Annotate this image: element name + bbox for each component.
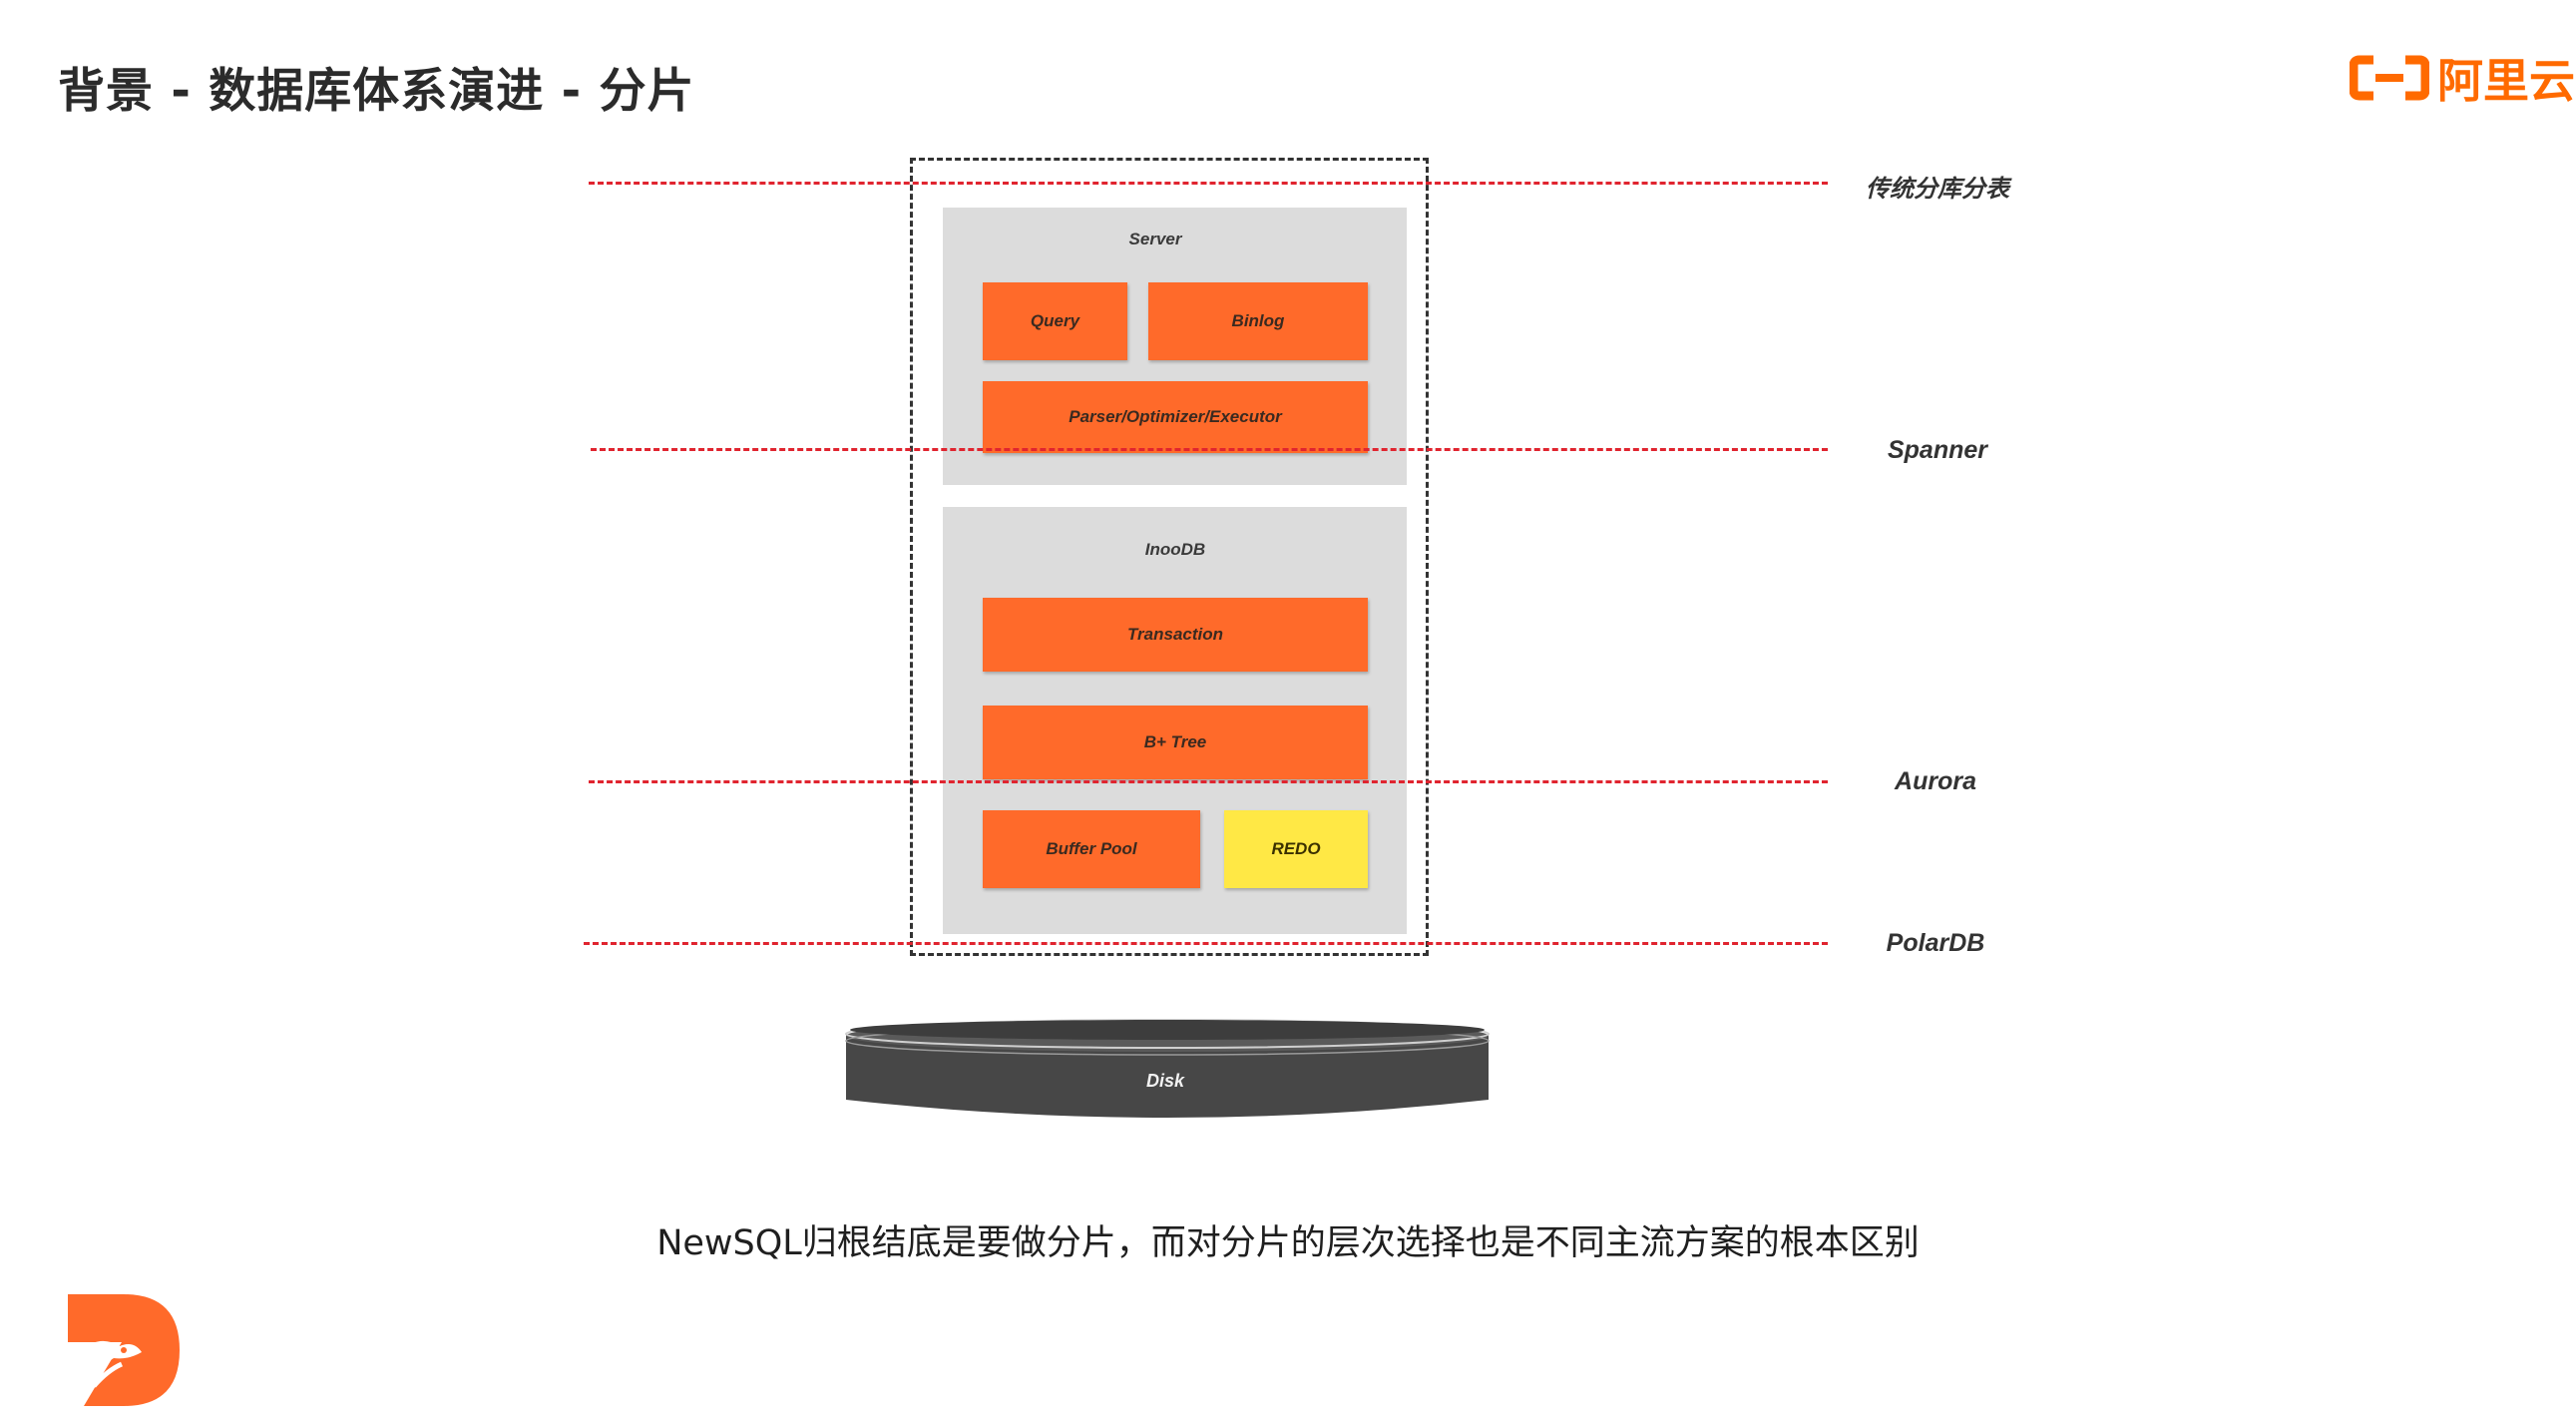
server-label: Server (1128, 230, 1182, 248)
split-line-aurora (589, 780, 1828, 783)
disk-cylinder (845, 1019, 1490, 1118)
label-polardb: PolarDB (1886, 929, 1985, 957)
caption-text: NewSQL归根结底是要做分片，而对分片的层次选择也是不同主流方案的根本区别 (656, 1223, 1920, 1263)
parser-optimizer-executor-box: Parser/Optimizer/Executor (983, 381, 1368, 453)
split-line-spanner (591, 448, 1828, 451)
aliyun-logo: 阿里云 (2350, 48, 2575, 108)
label-aurora: Aurora (1895, 767, 1976, 795)
query-box: Query (983, 282, 1127, 360)
bear-mascot-icon (68, 1294, 180, 1406)
split-line-polardb (584, 942, 1828, 945)
redo-box: REDO (1224, 810, 1368, 888)
split-line-traditional (589, 182, 1828, 185)
page-title: 背景 - 数据库体系演进 - 分片 (58, 64, 695, 119)
label-traditional-sharding: 传统分库分表 (1866, 175, 2009, 203)
aliyun-bracket-icon (2350, 55, 2429, 101)
boundary-frame (910, 158, 1429, 956)
innodb-label: InooDB (1144, 540, 1206, 559)
transaction-box: Transaction (983, 598, 1368, 672)
label-spanner: Spanner (1887, 436, 1988, 464)
binlog-box: Binlog (1148, 282, 1368, 360)
disk-label: Disk (1145, 1071, 1185, 1091)
logo-text: 阿里云 (2437, 54, 2575, 108)
buffer-pool-box: Buffer Pool (983, 810, 1200, 888)
btree-box: B+ Tree (983, 706, 1368, 779)
